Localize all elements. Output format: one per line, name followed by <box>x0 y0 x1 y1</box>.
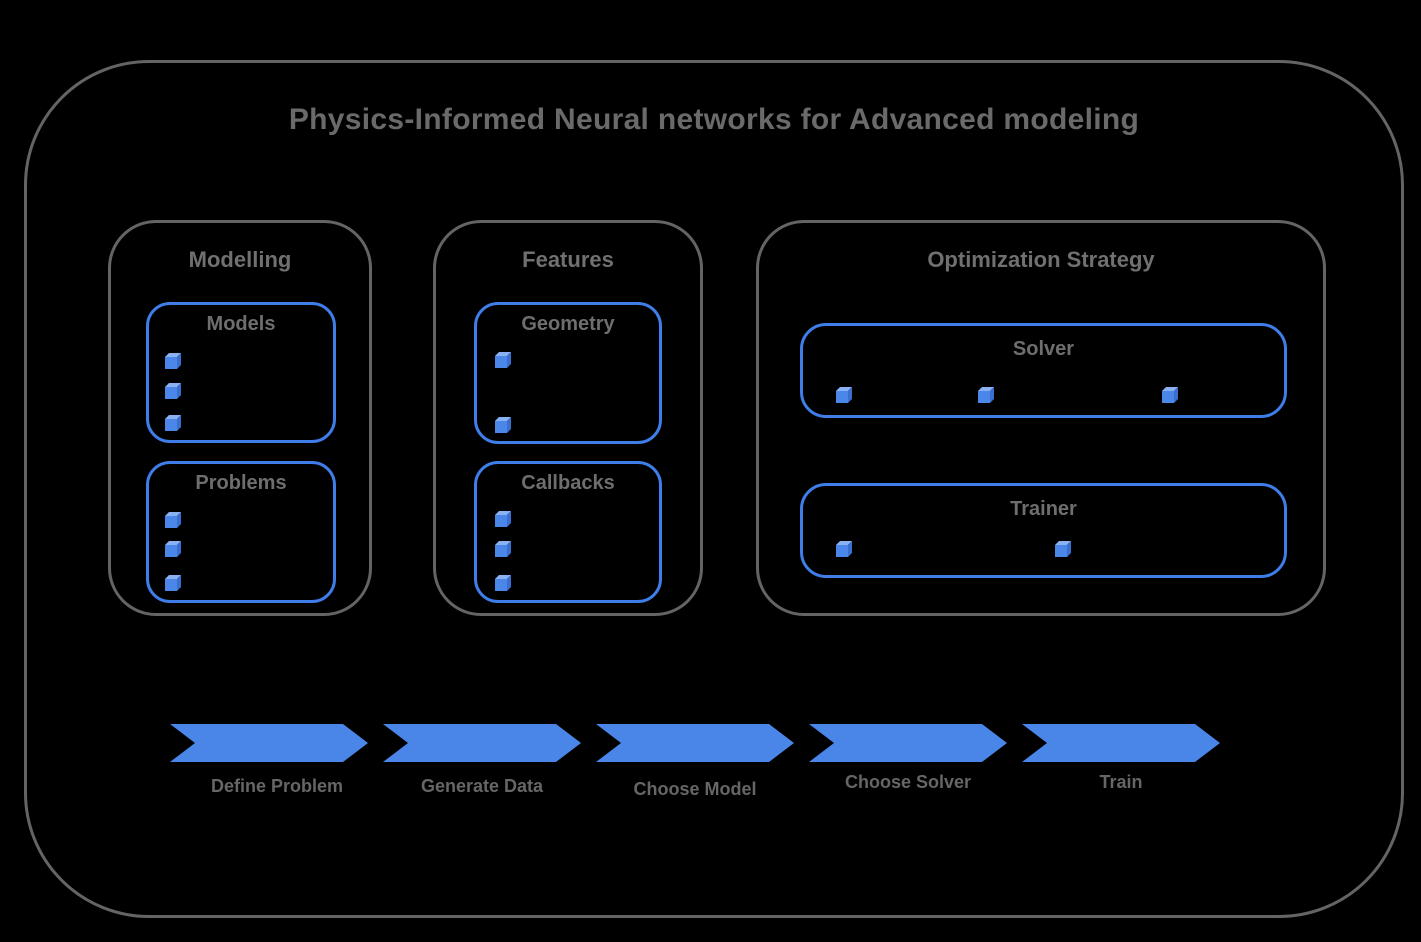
box-problems-title: Problems <box>195 472 287 494</box>
cube-icon <box>164 352 182 370</box>
cube-icon <box>494 540 512 558</box>
cube-icon <box>835 540 853 558</box>
section-optimization-strategy: Optimization Strategy Solver Trainer <box>756 220 1326 616</box>
box-callbacks-title: Callbacks <box>521 472 615 494</box>
flow-step-choose-solver: Choose Solver <box>844 772 972 792</box>
arrow-segment-1 <box>170 724 368 762</box>
box-trainer: Trainer <box>800 483 1287 578</box>
cube-icon <box>494 574 512 592</box>
arrow-segment-4 <box>809 724 1007 762</box>
box-solver: Solver <box>800 323 1287 418</box>
cube-icon <box>164 540 182 558</box>
process-arrow: Define Problem Generate Data Choose Mode… <box>0 724 1421 834</box>
flow-step-generate-data: Generate Data <box>420 776 544 796</box>
outer-frame: Physics-Informed Neural networks for Adv… <box>24 60 1404 918</box>
cube-icon <box>164 511 182 529</box>
cube-icon <box>494 416 512 434</box>
cube-icon <box>1161 386 1179 404</box>
box-models-title: Models <box>206 313 276 335</box>
box-trainer-title: Trainer <box>1010 498 1077 520</box>
cube-icon <box>1054 540 1072 558</box>
cube-icon <box>977 386 995 404</box>
box-problems: Problems <box>146 461 336 603</box>
box-geometry: Geometry <box>474 302 662 444</box>
cube-icon <box>164 382 182 400</box>
section-optimization-title: Optimization Strategy <box>927 247 1155 272</box>
box-models: Models <box>146 302 336 443</box>
cube-icon <box>164 414 182 432</box>
box-geometry-title: Geometry <box>521 313 615 335</box>
arrow-segment-3 <box>596 724 794 762</box>
cube-icon <box>494 351 512 369</box>
cube-icon <box>494 510 512 528</box>
flow-step-train: Train <box>1099 772 1143 792</box>
box-solver-title: Solver <box>1012 338 1075 360</box>
cube-icon <box>164 574 182 592</box>
flow-step-choose-model: Choose Model <box>633 779 757 799</box>
flow-step-define-problem: Define Problem <box>210 776 344 796</box>
arrow-segment-5 <box>1022 724 1220 762</box>
diagram-title: Physics-Informed Neural networks for Adv… <box>288 103 1140 136</box>
section-features: Features Geometry Callbacks <box>433 220 703 616</box>
section-modelling-title: Modelling <box>188 247 292 272</box>
arrow-segment-2 <box>383 724 581 762</box>
cube-icon <box>835 386 853 404</box>
section-features-title: Features <box>522 247 614 272</box>
section-modelling: Modelling Models Problems <box>108 220 372 616</box>
box-callbacks: Callbacks <box>474 461 662 603</box>
